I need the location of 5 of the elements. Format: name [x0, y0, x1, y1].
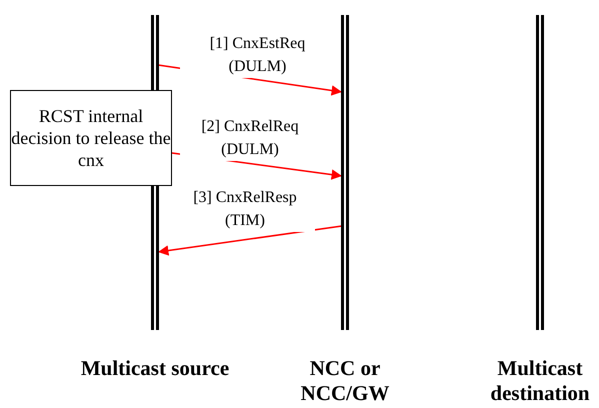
note-box: RCST internal decision to release the cnx — [10, 90, 172, 186]
message-arrow — [158, 225, 342, 256]
lifeline-label: Multicast source — [80, 356, 230, 381]
lifeline-label: NCC or NCC/GW — [300, 356, 390, 406]
lifeline-label: Multicast destination — [489, 356, 591, 406]
